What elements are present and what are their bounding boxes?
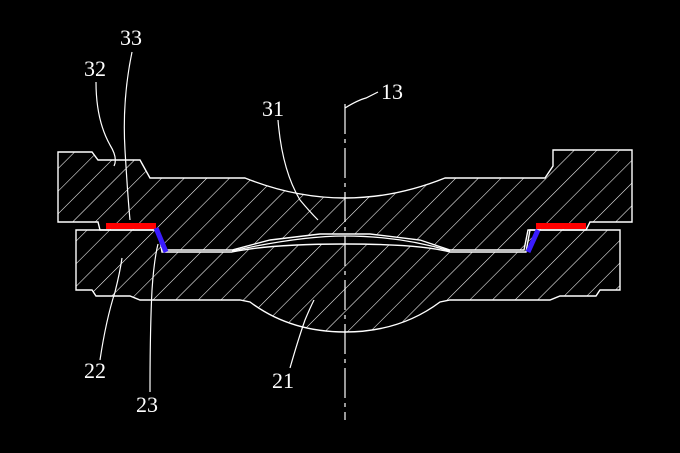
leader-23 xyxy=(149,243,159,393)
leader-33 xyxy=(123,51,133,221)
lower-body-21 xyxy=(75,229,621,333)
blue-seal-right xyxy=(525,228,541,254)
label-23: 23 xyxy=(136,392,158,417)
label-32: 32 xyxy=(84,56,106,81)
blue-seal-left xyxy=(153,227,169,253)
leader-22 xyxy=(99,257,123,361)
label-31: 31 xyxy=(262,96,284,121)
leader-32 xyxy=(95,81,116,167)
label-13: 13 xyxy=(381,79,403,104)
leader-21 xyxy=(289,299,315,369)
leader-31 xyxy=(277,119,319,221)
label-33: 33 xyxy=(120,25,142,50)
label-22: 22 xyxy=(84,358,106,383)
label-21: 21 xyxy=(272,368,294,393)
leader-13 xyxy=(344,91,379,109)
